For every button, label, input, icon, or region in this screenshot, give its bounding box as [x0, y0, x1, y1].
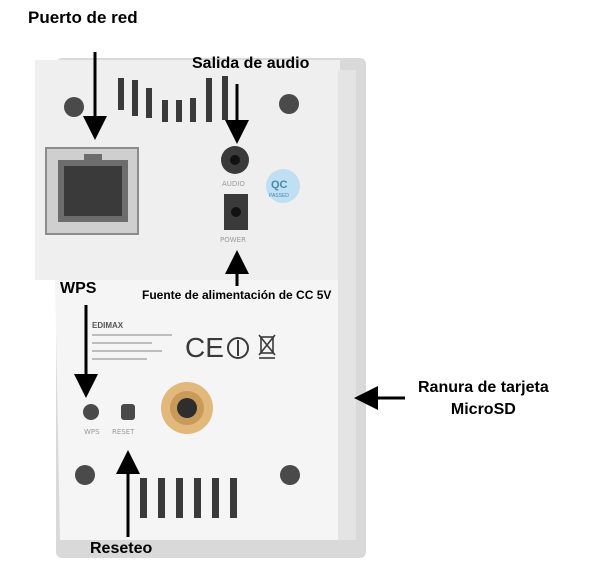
vent-slot — [176, 478, 183, 518]
microsd-label-line2: MicroSD — [450, 401, 516, 418]
screw — [75, 465, 95, 485]
brand-text: EDIMAX — [92, 321, 124, 330]
vent-slot — [194, 478, 201, 518]
audio-port-text: AUDIO — [222, 180, 245, 188]
vent-slot — [146, 88, 152, 118]
qc-badge-text: QC — [271, 179, 288, 191]
qc-badge: QC PASSED — [266, 169, 300, 203]
screw — [280, 465, 300, 485]
audio-jack — [221, 146, 249, 174]
vent-slot — [176, 100, 182, 122]
screw — [279, 94, 299, 114]
microsd-label-line1: Ranura de tarjeta — [418, 379, 549, 396]
vent-slot — [222, 76, 228, 120]
screw — [64, 97, 84, 117]
vent-slot — [190, 98, 196, 122]
reset-button-text: RESET — [112, 428, 135, 436]
power-jack — [224, 194, 248, 230]
recycle-bin-mark — [258, 334, 276, 359]
microsd-slot-label: Ranura de tarjeta MicroSD — [418, 377, 549, 421]
audio-out-label: Salida de audio — [192, 55, 310, 72]
info-mark — [227, 337, 249, 359]
wps-button — [83, 404, 99, 420]
device-sticker: EDIMAX — [92, 321, 172, 360]
vent-slot — [140, 478, 147, 518]
reset-button — [121, 404, 135, 420]
power-supply-label: Fuente de alimentación de CC 5V — [142, 288, 332, 302]
top-vents — [118, 76, 228, 122]
vent-slot — [132, 80, 138, 116]
ce-mark: CE — [185, 332, 224, 363]
vent-slot — [206, 78, 212, 122]
bottom-vents — [140, 478, 237, 518]
vent-slot — [162, 100, 168, 122]
wps-label: WPS — [60, 280, 97, 297]
tripod-mount — [161, 382, 213, 434]
ethernet-port — [45, 147, 139, 235]
network-port-label: Puerto de red — [28, 8, 138, 27]
vent-slot — [118, 78, 124, 110]
device-right-edge — [338, 70, 356, 540]
qc-badge-subtext: PASSED — [269, 193, 289, 199]
annotation-arrows — [74, 52, 405, 537]
screws — [64, 94, 300, 485]
info-mark-bar — [237, 340, 239, 356]
vent-slot — [230, 478, 237, 518]
reset-label: Reseteo — [90, 540, 153, 557]
vent-slot — [158, 478, 165, 518]
vent-slot — [212, 478, 219, 518]
power-port-text: POWER — [220, 236, 246, 244]
wps-button-text: WPS — [84, 428, 100, 436]
